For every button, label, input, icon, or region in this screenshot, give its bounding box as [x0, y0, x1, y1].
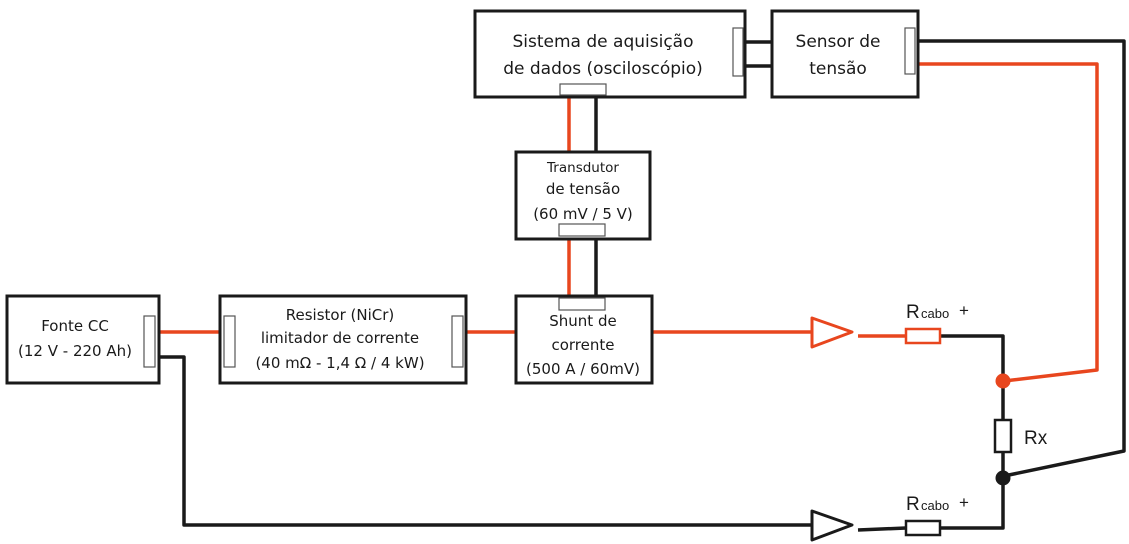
daq-right-terminal: [732, 27, 744, 77]
junction-node-bottom: [995, 470, 1011, 486]
dc-source-label-line1: Fonte CC: [41, 317, 109, 335]
current-shunt-block: Shunt de corrente (500 A / 60mV): [514, 294, 654, 385]
dc-source-block: Fonte CC (12 V - 220 Ah): [5, 294, 161, 385]
cable-resistor-bottom-symbol: R: [906, 494, 920, 515]
cable-resistor-top-icon: [904, 327, 942, 345]
connector-bottom-triangle-icon: [810, 509, 854, 542]
transducer-block: Transdutor de tensão (60 mV / 5 V): [514, 150, 652, 241]
cable-resistor-bottom-label: R cabo +: [906, 493, 969, 515]
voltage-sensor-label-line1: Sensor de: [796, 32, 881, 52]
limiter-right-terminal: [451, 315, 464, 368]
current-shunt-label-line1: Shunt de: [549, 312, 616, 330]
transducer-label-line2: de tensão: [546, 180, 620, 198]
voltage-sensor-block: Sensor de tensão: [770, 9, 920, 99]
rx-resistor-icon: [993, 418, 1013, 454]
sensor-right-terminal: [904, 27, 916, 75]
connector-bottom: [810, 509, 854, 542]
voltage-sensor-label-line2: tensão: [809, 59, 867, 79]
daq-label-line1: Sistema de aquisição: [513, 32, 694, 52]
return-wires: [159, 39, 1126, 532]
cable-resistor-top-label: R cabo +: [906, 301, 969, 323]
rx-label: Rx: [1024, 428, 1048, 449]
transducer-label-line1: Transdutor: [546, 160, 619, 176]
dc-source-label-line2: (12 V - 220 Ah): [18, 342, 132, 360]
wire-cable-top-to-rx: [940, 334, 1005, 420]
wire-rx-to-cable-bottom: [940, 452, 1005, 530]
shunt-top-terminal: [558, 297, 606, 311]
connector-top-triangle-icon: [810, 316, 854, 349]
transducer-label-line3: (60 mV / 5 V): [533, 205, 633, 223]
connector-top: [810, 316, 906, 349]
cable-resistor-top-symbol: R: [906, 302, 920, 323]
limiter-resistor-block: Resistor (NiCr) limitador de corrente (4…: [218, 294, 468, 385]
limiter-resistor-label-line2: limitador de corrente: [261, 329, 419, 347]
current-shunt-label-line2: corrente: [551, 336, 614, 354]
cable-resistor-bottom-polarity: +: [959, 493, 969, 512]
daq-bottom-terminal: [559, 83, 607, 96]
dc-source-right-terminal: [143, 315, 156, 368]
wire-connector-to-cable-bottom: [857, 526, 907, 532]
junction-node-top: [995, 373, 1011, 389]
limiter-resistor-label-line1: Resistor (NiCr): [286, 306, 395, 324]
limiter-resistor-label-line3: (40 mΩ - 1,4 Ω / 4 kW): [255, 354, 424, 372]
cable-resistor-bottom-subscript: cabo: [921, 498, 949, 513]
cable-resistor-bottom-icon: [904, 519, 942, 537]
daq-block: Sistema de aquisição de dados (osciloscó…: [473, 9, 747, 99]
wire-sensor-to-rx-top: [918, 62, 1099, 383]
wire-source-negative-return: [159, 355, 812, 527]
cable-resistor-top-polarity: +: [959, 301, 969, 320]
current-shunt-label-line3: (500 A / 60mV): [526, 360, 640, 378]
cable-resistor-top-subscript: cabo: [921, 306, 949, 321]
wire-sensor-to-rx-bottom: [918, 39, 1126, 478]
transducer-bottom-terminal: [558, 223, 606, 237]
daq-label-line2: de dados (osciloscópio): [503, 59, 703, 79]
limiter-left-terminal: [223, 315, 236, 368]
